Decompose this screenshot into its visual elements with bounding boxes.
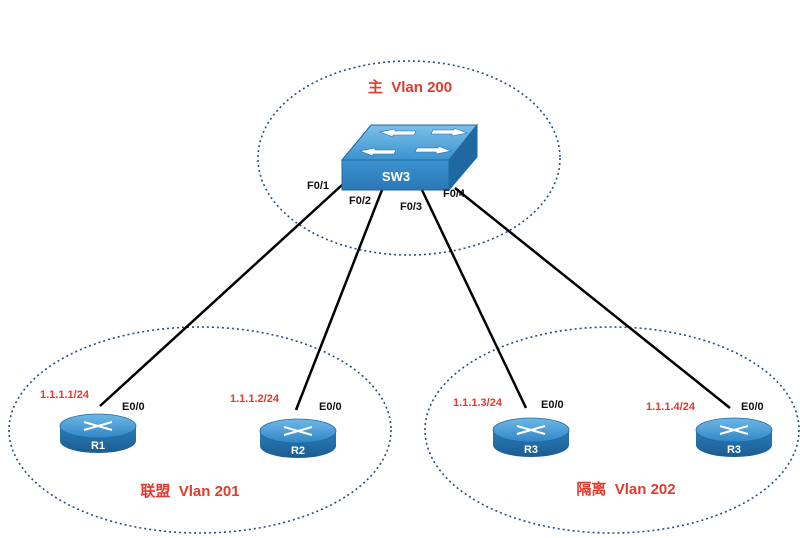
ip-label: 1.1.1.1/24 xyxy=(40,389,90,401)
router-r3-second[interactable]: R3 xyxy=(695,417,773,457)
router-arrows-icon xyxy=(283,426,313,436)
vlan200-zone xyxy=(257,60,561,256)
port-label-f04: F0/4 xyxy=(443,188,466,200)
port-label-f03: F0/3 xyxy=(400,201,422,213)
port-label: E0/0 xyxy=(741,401,764,413)
router-arrows-icon xyxy=(516,425,546,435)
router-label: R3 xyxy=(524,444,538,456)
router-label: R3 xyxy=(727,444,741,456)
router-label: R1 xyxy=(91,440,105,452)
switch-label: SW3 xyxy=(382,169,410,184)
router-r1[interactable]: R1 xyxy=(59,413,137,453)
port-label: E0/0 xyxy=(541,399,564,411)
ip-label: 1.1.1.3/24 xyxy=(453,397,503,409)
port-label-f02: F0/2 xyxy=(349,195,371,207)
vlan-main-label: 主 Vlan 200 xyxy=(368,78,452,96)
vlan202-zone xyxy=(424,326,800,534)
router-r2[interactable]: R2 xyxy=(259,418,337,458)
port-label: E0/0 xyxy=(122,401,145,413)
vlan-isolated-label: 隔离 Vlan 202 xyxy=(576,480,675,498)
vlan-alliance-label: 联盟 Vlan 201 xyxy=(140,483,239,500)
link-sw3-r3b xyxy=(454,187,731,409)
router-r3[interactable]: R3 xyxy=(492,417,570,457)
port-label: E0/0 xyxy=(319,401,342,413)
ip-label: 1.1.1.2/24 xyxy=(230,393,280,405)
switch-icon[interactable]: SW3 xyxy=(340,123,479,192)
router-label: R2 xyxy=(291,445,305,457)
router-arrows-icon xyxy=(83,421,113,431)
vlan201-zone xyxy=(8,326,392,534)
router-arrows-icon xyxy=(719,425,749,435)
link-sw3-r2 xyxy=(294,189,384,411)
ip-label: 1.1.1.4/24 xyxy=(646,401,696,413)
port-label-f01: F0/1 xyxy=(307,180,329,192)
link-sw3-r1 xyxy=(99,184,343,407)
link-sw3-r3 xyxy=(420,189,528,409)
